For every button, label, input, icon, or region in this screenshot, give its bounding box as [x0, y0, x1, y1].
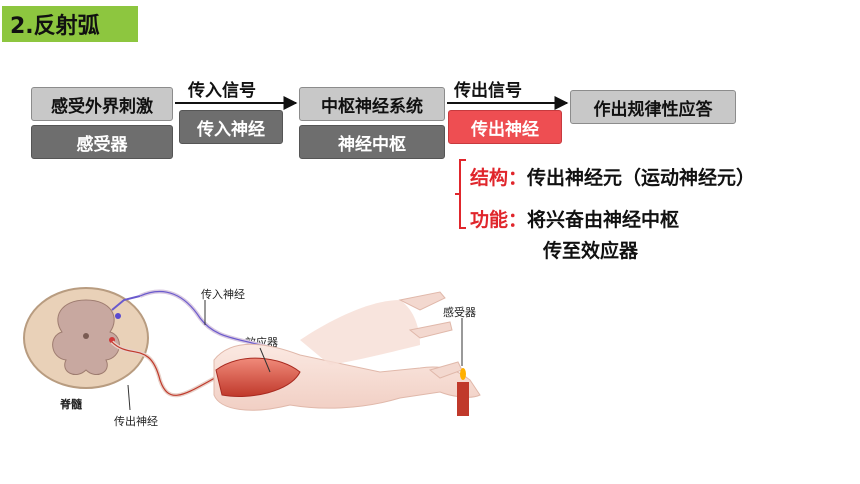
function-key: 功能：: [470, 209, 528, 231]
receptor-box: 感受器: [31, 125, 173, 159]
candle-illustration: [457, 368, 469, 416]
arm-illustration: [213, 291, 481, 411]
function-line-1: 将兴奋由神经中枢: [527, 209, 680, 231]
afferent-nerve-box: 传入神经: [179, 110, 283, 144]
cns-box: 中枢神经系统: [299, 87, 445, 121]
effector-muscle: [215, 357, 301, 397]
note-bracket: [455, 159, 466, 229]
function-note-line-2: 传至效应器: [543, 240, 639, 262]
efferent-nerve-box: 传出神经: [448, 110, 562, 144]
afferent-signal-label: 传入信号: [188, 81, 256, 101]
fig-label-afferent-nerve: 传入神经: [201, 288, 245, 301]
structure-note: 结构：传出神经元（运动神经元）: [470, 163, 755, 190]
efferent-signal-label: 传出信号: [454, 81, 522, 101]
section-title: 2.反射弧: [2, 6, 138, 42]
structure-value: 传出神经元（运动神经元）: [527, 167, 756, 189]
function-note: 功能：将兴奋由神经中枢: [470, 205, 679, 232]
stimulus-box: 感受外界刺激: [31, 87, 173, 121]
response-box: 作出规律性应答: [570, 90, 736, 124]
fig-label-receptor: 感受器: [443, 306, 476, 319]
spinal-cord-illustration: [23, 287, 149, 389]
structure-key: 结构：: [470, 167, 528, 189]
fig-label-spinal-cord: 脊髓: [60, 398, 82, 411]
neural-center-box: 神经中枢: [299, 125, 445, 159]
fig-label-efferent-nerve: 传出神经: [114, 415, 158, 428]
